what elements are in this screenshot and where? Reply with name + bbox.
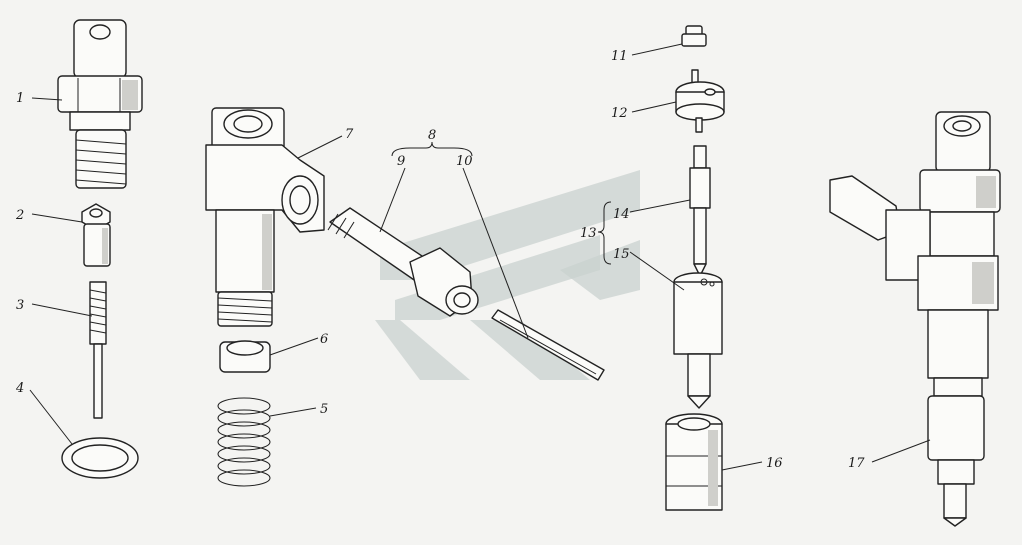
part-7-body-housing [205, 107, 325, 327]
part-12-collar [675, 69, 725, 133]
leader-lines [29, 43, 931, 471]
part-6-sleeve [219, 340, 271, 373]
label-4: 4 [15, 381, 24, 396]
label-12: 12 [611, 106, 628, 121]
part-2-nut [81, 203, 111, 267]
label-11: 11 [611, 49, 628, 64]
part-labels: 1 2 3 4 5 6 7 8 9 10 11 12 13 14 15 16 1… [15, 49, 865, 471]
part-14-needle [689, 145, 711, 277]
part-9-filter-fitting [327, 207, 479, 317]
part-1-union-fitting [57, 19, 143, 189]
part-17-assembled-injector [829, 111, 1001, 527]
label-15: 15 [613, 247, 630, 262]
label-14: 14 [613, 207, 630, 222]
part-11-cap [681, 25, 707, 47]
label-5: 5 [320, 402, 328, 417]
part-4-washer [61, 437, 139, 479]
part-15-nozzle-body [673, 272, 723, 409]
label-1: 1 [16, 91, 24, 106]
label-6: 6 [320, 332, 328, 347]
label-2: 2 [15, 208, 24, 223]
part-5-spring [217, 397, 271, 487]
label-16: 16 [766, 456, 783, 471]
part-10-filter-rod [491, 309, 605, 381]
label-10: 10 [456, 154, 473, 169]
label-17: 17 [848, 456, 865, 471]
part-16-cap-nut [665, 413, 723, 511]
label-3: 3 [16, 298, 24, 313]
label-13: 13 [580, 226, 597, 241]
label-7: 7 [345, 127, 354, 142]
label-8: 8 [428, 128, 436, 143]
label-9: 9 [397, 154, 405, 169]
part-3-rod [89, 281, 107, 419]
